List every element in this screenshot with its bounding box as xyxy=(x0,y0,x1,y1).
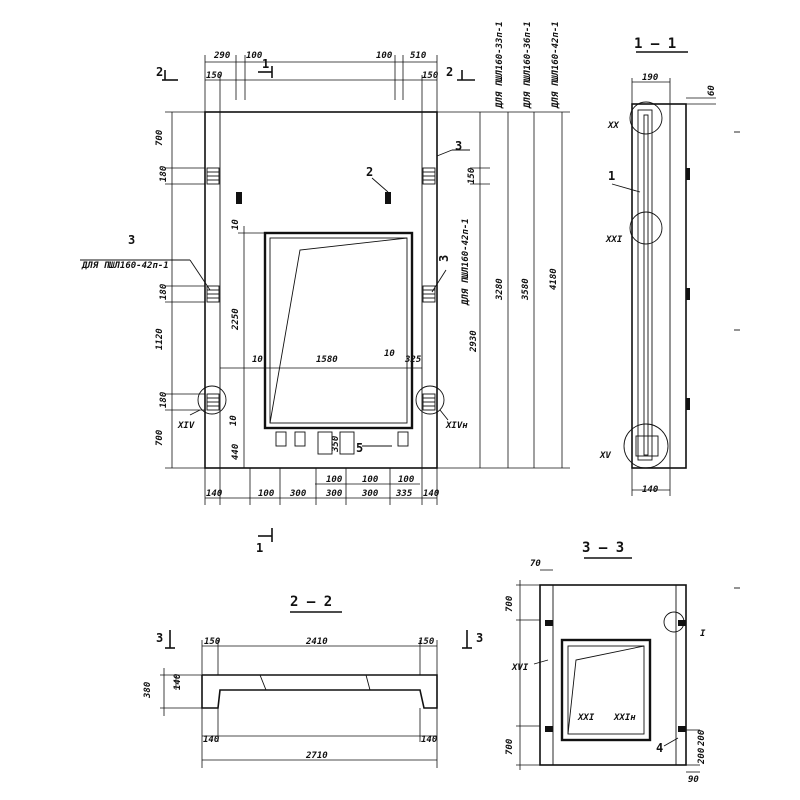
section-1-title: 1 — 1 xyxy=(634,36,676,52)
section-2-profile xyxy=(201,674,438,709)
dim-bottom-100a: 100 xyxy=(258,489,275,499)
section-3-dim-700b: 700 xyxy=(505,738,515,755)
section-2-cut-3-right: 3 xyxy=(476,631,483,645)
cut-mark-2-left: 2 xyxy=(156,65,163,79)
dim-inner-10a: 10 xyxy=(231,219,241,230)
section-3-dim-90: 90 xyxy=(688,775,699,785)
dim-right-4180: 4180 xyxy=(549,268,559,290)
panel-outline xyxy=(204,111,438,469)
dim-top-100a: 100 xyxy=(246,51,263,61)
dim-edge-right: 150 xyxy=(422,71,439,81)
section-2-dim-2410: 2410 xyxy=(305,637,328,647)
dim-inner-325: 325 xyxy=(404,355,422,365)
cut-mark-1-top: 1 xyxy=(262,57,269,71)
dim-left-180c: 180 xyxy=(159,391,169,408)
callout-3-left: 3 xyxy=(128,233,135,247)
section-2-dim-150b: 150 xyxy=(418,637,435,647)
column-note-36: ДЛЯ ПШЛ160-36п-1 xyxy=(523,21,533,109)
dim-inner-10b: 10 xyxy=(229,415,239,426)
dim-bottom-100c: 100 xyxy=(362,475,379,485)
callout-3-right: 3 xyxy=(455,139,462,153)
dim-right-3580: 3580 xyxy=(521,278,531,301)
dim-left-1120: 1120 xyxy=(155,328,165,350)
dim-bottom-300a: 300 xyxy=(289,489,307,499)
dim-right-2930: 2930 xyxy=(469,330,479,353)
dim-inner-440: 440 xyxy=(231,443,241,460)
section-1-callout: 1 xyxy=(608,169,615,183)
section-3-dim-70: 70 xyxy=(530,559,541,569)
dim-top-100b: 100 xyxy=(376,51,393,61)
mark-xiv: XIV xyxy=(177,421,195,431)
callout-3-inner: 3 xyxy=(437,255,451,262)
column-note-33: ДЛЯ ПШЛ160-33п-1 xyxy=(495,21,505,109)
dim-bottom-140b: 140 xyxy=(423,489,440,499)
dim-top-290: 290 xyxy=(213,51,231,61)
section-3-3: 3 — 3 70 700 700 200 200 xyxy=(505,540,707,785)
section-3-dim-700a: 700 xyxy=(505,595,515,612)
section-3-title: 3 — 3 xyxy=(582,540,624,556)
section-2-dim-140a: 140 xyxy=(173,673,183,690)
dim-inner-10c: 10 xyxy=(252,355,263,365)
dim-bottom-100d: 100 xyxy=(398,475,415,485)
cut-mark-2-right: 2 xyxy=(446,65,453,79)
section-3-opening xyxy=(560,638,652,742)
dim-top-510: 510 xyxy=(410,51,427,61)
dim-inner-10d: 10 xyxy=(384,349,395,359)
column-note-42: ДЛЯ ПШЛ160-42п-1 xyxy=(551,21,561,109)
dim-bottom-335: 335 xyxy=(395,489,413,499)
section-3-mark-xxin: XXIн xyxy=(613,713,636,723)
callout-2: 2 xyxy=(366,165,373,179)
section-3-outline xyxy=(539,584,687,766)
section-1-dim-60: 60 xyxy=(707,85,717,96)
section-1-outline xyxy=(631,103,687,469)
mark-xivn: XIVн xyxy=(445,421,468,431)
opening xyxy=(263,231,414,430)
section-1-mark-xxi: XXI xyxy=(605,235,623,245)
section-2-title: 2 — 2 xyxy=(290,594,332,610)
section-3-callout: 4 xyxy=(656,741,663,755)
section-3-mark-xvi: XVI xyxy=(511,663,529,673)
section-1-mark-xx: XX xyxy=(607,121,619,131)
cut-mark-1-bottom: 1 xyxy=(256,541,263,555)
dim-bottom-300b: 300 xyxy=(325,489,343,499)
section-3-mark-i: I xyxy=(700,629,706,639)
dim-right-150: 150 xyxy=(467,167,477,184)
section-3-dim-200a: 200 xyxy=(697,729,707,747)
dim-inner-350: 350 xyxy=(331,435,341,453)
dim-right-3280: 3280 xyxy=(495,278,505,301)
note-left: ДЛЯ ПШЛ160-42п-1 xyxy=(81,261,169,271)
dim-bottom-100b: 100 xyxy=(326,475,343,485)
section-1-mark-xv: XV xyxy=(599,451,611,461)
dim-left-700b: 700 xyxy=(155,429,165,446)
dim-left-700: 700 xyxy=(155,129,165,146)
section-2-cut-3-left: 3 xyxy=(156,631,163,645)
note-inner: ДЛЯ ПШЛ160-42п-1 xyxy=(461,218,471,306)
dim-edge-left: 150 xyxy=(206,71,223,81)
embedded-parts-right xyxy=(422,167,436,411)
section-2-dim-150a: 150 xyxy=(204,637,221,647)
section-3-dim-200b: 200 xyxy=(697,747,707,765)
section-1-dim-190: 190 xyxy=(642,73,659,83)
section-2-dim-140c: 140 xyxy=(421,735,438,745)
dim-left-180a: 180 xyxy=(159,165,169,182)
dim-inner-1580: 1580 xyxy=(316,355,338,365)
main-elevation: 290 100 100 510 150 150 2 2 1 700 180 18 xyxy=(80,21,570,555)
dim-inner-2250: 2250 xyxy=(231,308,241,331)
embedded-parts-left xyxy=(206,167,220,411)
section-2-dim-2710: 2710 xyxy=(305,751,328,761)
section-2-2: 2 — 2 150 2410 150 380 140 140 140 xyxy=(143,594,483,768)
section-2-dim-140b: 140 xyxy=(203,735,220,745)
section-2-dim-380: 380 xyxy=(143,681,153,699)
dim-bottom-140a: 140 xyxy=(206,489,223,499)
section-1-dim-140: 140 xyxy=(642,485,659,495)
section-3-mark-xxi: XXI xyxy=(577,713,595,723)
section-1-1: 1 — 1 190 60 140 XX XXI XV 1 xyxy=(599,36,717,496)
callout-5: 5 xyxy=(356,441,363,455)
dim-bottom-300c: 300 xyxy=(361,489,379,499)
dim-left-180b: 180 xyxy=(159,283,169,300)
